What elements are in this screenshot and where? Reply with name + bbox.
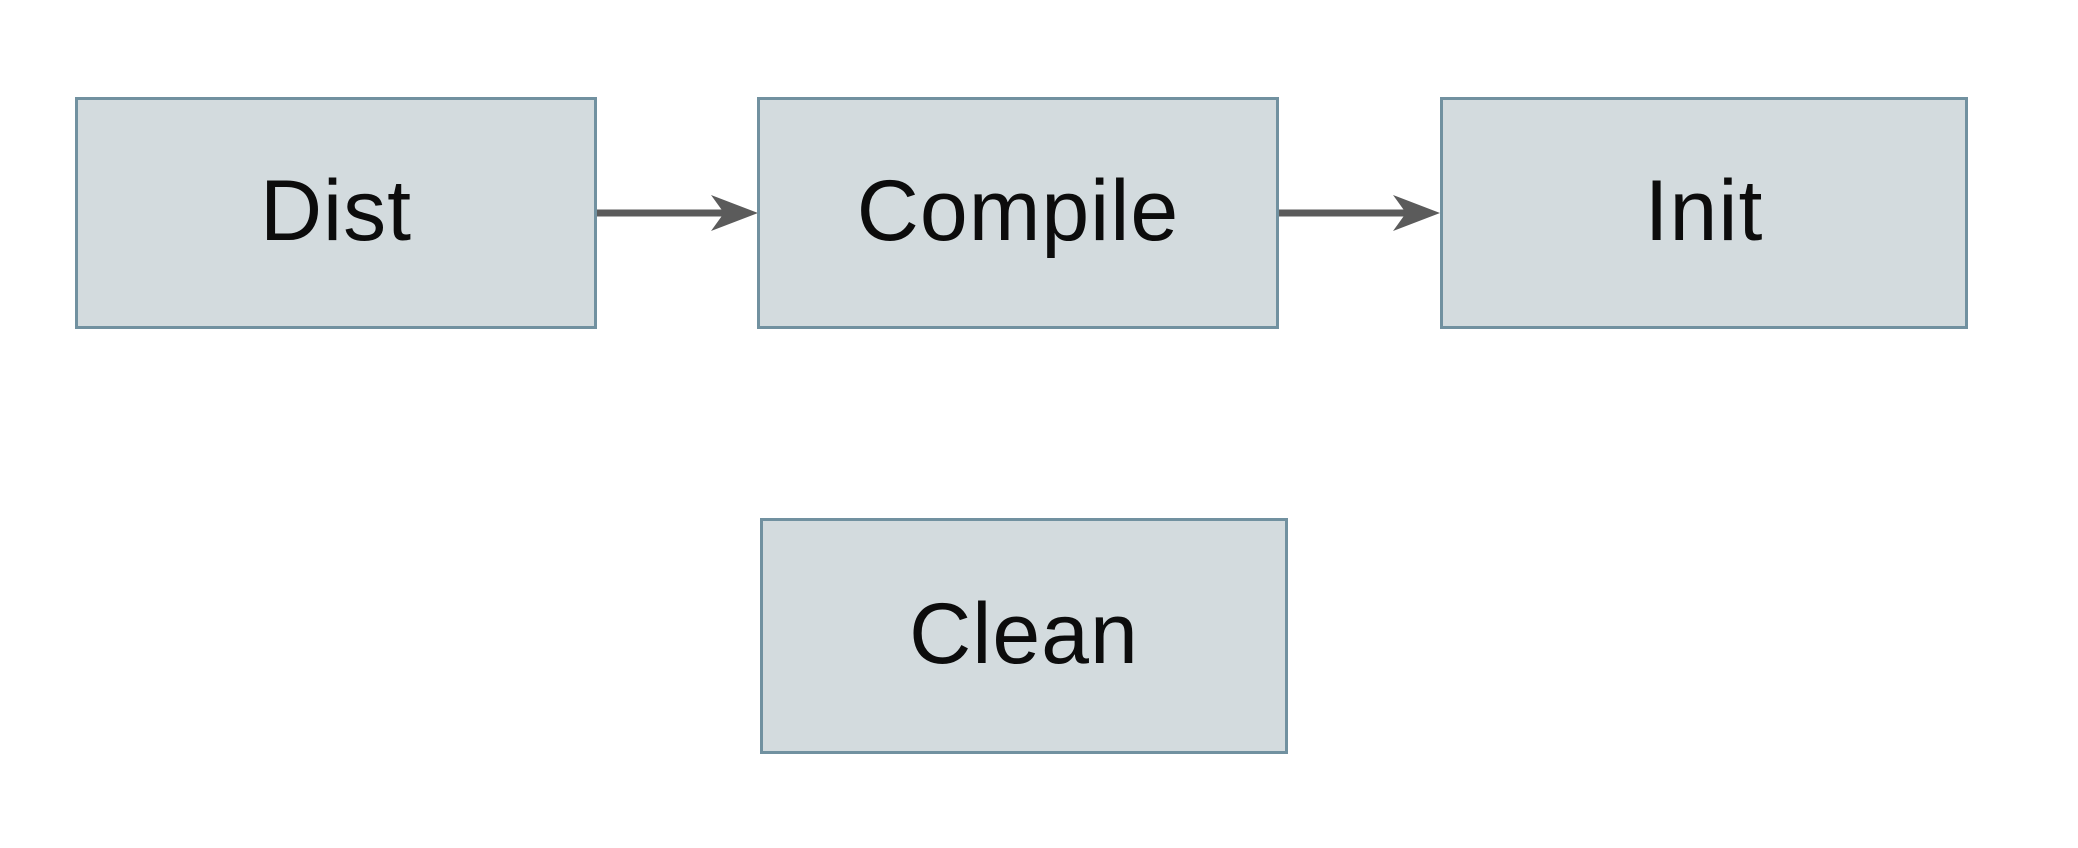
- arrow-dist-to-compile: [597, 195, 758, 231]
- arrow-compile-to-init: [1279, 195, 1440, 231]
- node-compile: Compile: [757, 97, 1279, 329]
- node-label-clean: Clean: [909, 586, 1139, 682]
- arrow-head: [1393, 195, 1440, 231]
- arrow-head: [711, 195, 758, 231]
- node-label-dist: Dist: [259, 163, 413, 259]
- node-init: Init: [1440, 97, 1968, 329]
- node-clean: Clean: [760, 518, 1288, 754]
- node-dist: Dist: [75, 97, 597, 329]
- node-label-compile: Compile: [856, 163, 1180, 259]
- node-label-init: Init: [1644, 163, 1764, 259]
